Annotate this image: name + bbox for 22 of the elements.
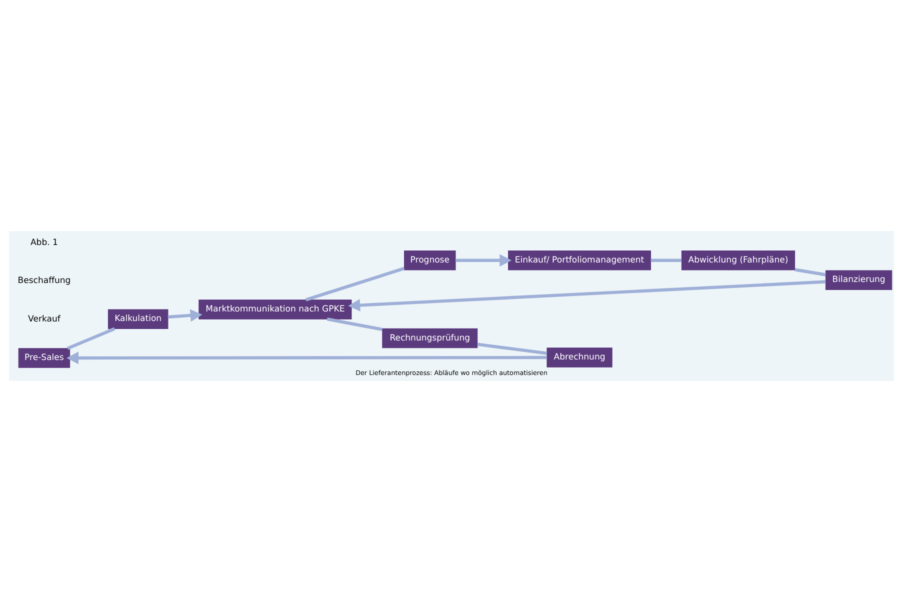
node-box: Rechnungsprüfung [382, 328, 478, 348]
connector [326, 318, 382, 331]
node-box: Abrechnung [546, 348, 612, 368]
connector [476, 342, 547, 355]
arrow [167, 309, 202, 322]
connector [794, 268, 826, 276]
connector [304, 266, 404, 302]
node-box: Abwicklung (Fahrpläne) [680, 250, 795, 270]
node-box: Pre-Sales [18, 348, 70, 368]
connector [650, 258, 682, 262]
node-box: Prognose [404, 250, 456, 270]
label: Abb. 1 [30, 238, 58, 248]
label: Beschaffung [17, 276, 70, 286]
node-box: Marktkommunikation nach GPKE [198, 300, 352, 320]
arrow [348, 280, 826, 312]
arrow [455, 254, 512, 267]
node-box: Bilanzierung [824, 270, 892, 290]
connector [66, 327, 115, 350]
arrow [66, 352, 546, 364]
label: Verkauf [28, 314, 60, 325]
node-box: Kalkulation [107, 309, 168, 329]
node-box: Einkauf/ Portfoliomanagement [508, 250, 651, 270]
